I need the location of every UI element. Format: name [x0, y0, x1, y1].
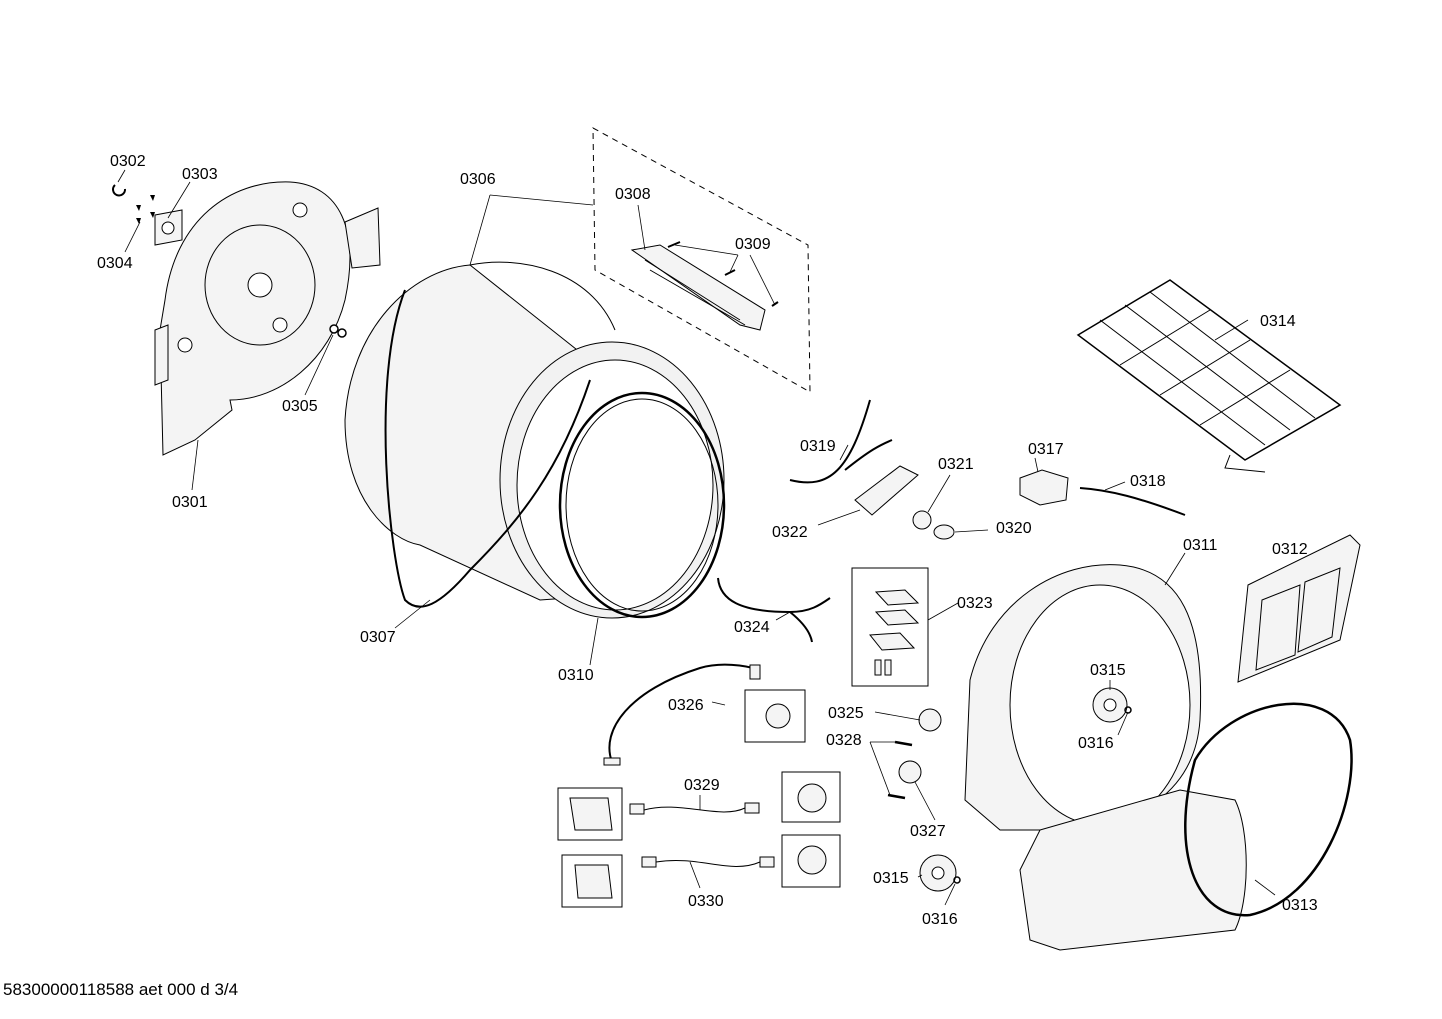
- label-0320: 0320: [996, 520, 1032, 537]
- label-0328: 0328: [826, 732, 862, 749]
- part-0302-clip: [112, 184, 126, 197]
- part-0322-bracket: [854, 465, 919, 516]
- label-0315-lower: 0315: [873, 870, 909, 887]
- label-0314: 0314: [1260, 313, 1296, 330]
- label-0317: 0317: [1028, 441, 1064, 458]
- part-0327-motor-part: [898, 760, 922, 784]
- label-0318: 0318: [1130, 473, 1166, 490]
- part-0305-washers: [329, 324, 347, 338]
- part-0328-screws: [887, 740, 913, 800]
- label-0327: 0327: [910, 823, 946, 840]
- label-0307: 0307: [360, 629, 396, 646]
- part-0303-bearing-plate: [154, 209, 183, 246]
- part-0312-filter: [1237, 534, 1361, 683]
- label-0313: 0313: [1282, 897, 1318, 914]
- part-0309-pins: [667, 241, 779, 307]
- label-0302: 0302: [110, 153, 146, 170]
- label-0323: 0323: [957, 595, 993, 612]
- label-0326: 0326: [668, 697, 704, 714]
- part-0319-cable: [789, 399, 893, 484]
- part-0313-door-seal: [1184, 702, 1353, 917]
- label-0315-upper: 0315: [1090, 662, 1126, 679]
- label-0303: 0303: [182, 166, 218, 183]
- label-0309: 0309: [735, 236, 771, 253]
- part-labels: 0302 0303 0304 0305 0301 0306 0307 0308 …: [97, 153, 1318, 928]
- label-0329: 0329: [684, 777, 720, 794]
- part-0306-drum: [344, 261, 725, 619]
- label-0322: 0322: [772, 524, 808, 541]
- part-0310-seal-ring: [558, 391, 726, 619]
- label-0321: 0321: [938, 456, 974, 473]
- label-0310: 0310: [558, 667, 594, 684]
- label-0308: 0308: [615, 186, 651, 203]
- part-0318-cable: [1079, 487, 1186, 516]
- leader-lines: [117, 169, 1276, 906]
- label-0319: 0319: [800, 438, 836, 455]
- part-0304-screws: [136, 195, 155, 224]
- part-0315-wheel-lower: [919, 854, 957, 892]
- part-0326-knob-box: [744, 689, 806, 743]
- part-0326-cable: [603, 663, 761, 766]
- label-0306: 0306: [460, 171, 496, 188]
- label-0301: 0301: [172, 494, 208, 511]
- part-0301-rear-shield: [154, 181, 381, 456]
- part-0321-holder: [912, 510, 932, 530]
- part-0323-knob-set: [851, 567, 929, 687]
- label-0316-lower: 0316: [922, 911, 958, 928]
- part-0325-knob: [918, 708, 942, 732]
- part-0311-front-frame: [964, 564, 1247, 951]
- label-0311: 0311: [1183, 537, 1218, 554]
- part-0308-lifter-group: [592, 127, 811, 393]
- part-0317-switch: [1019, 469, 1069, 506]
- label-0324: 0324: [734, 619, 770, 636]
- part-0330-cable: [561, 834, 841, 908]
- label-0330: 0330: [688, 893, 724, 910]
- label-0312: 0312: [1272, 541, 1308, 558]
- part-0320-lamp: [933, 524, 955, 540]
- document-id-footer: 58300000118588 aet 000 d 3/4: [3, 980, 239, 999]
- label-0305: 0305: [282, 398, 318, 415]
- label-0325: 0325: [828, 705, 864, 722]
- part-0329-cable: [557, 771, 841, 841]
- part-0316-clip-lower: [953, 876, 961, 884]
- label-0304: 0304: [97, 255, 133, 272]
- part-0307-belt: [384, 289, 591, 608]
- label-0316-upper: 0316: [1078, 735, 1114, 752]
- part-0314-wire-rack: [1076, 279, 1342, 473]
- part-0315-wheel-upper: [1092, 687, 1128, 723]
